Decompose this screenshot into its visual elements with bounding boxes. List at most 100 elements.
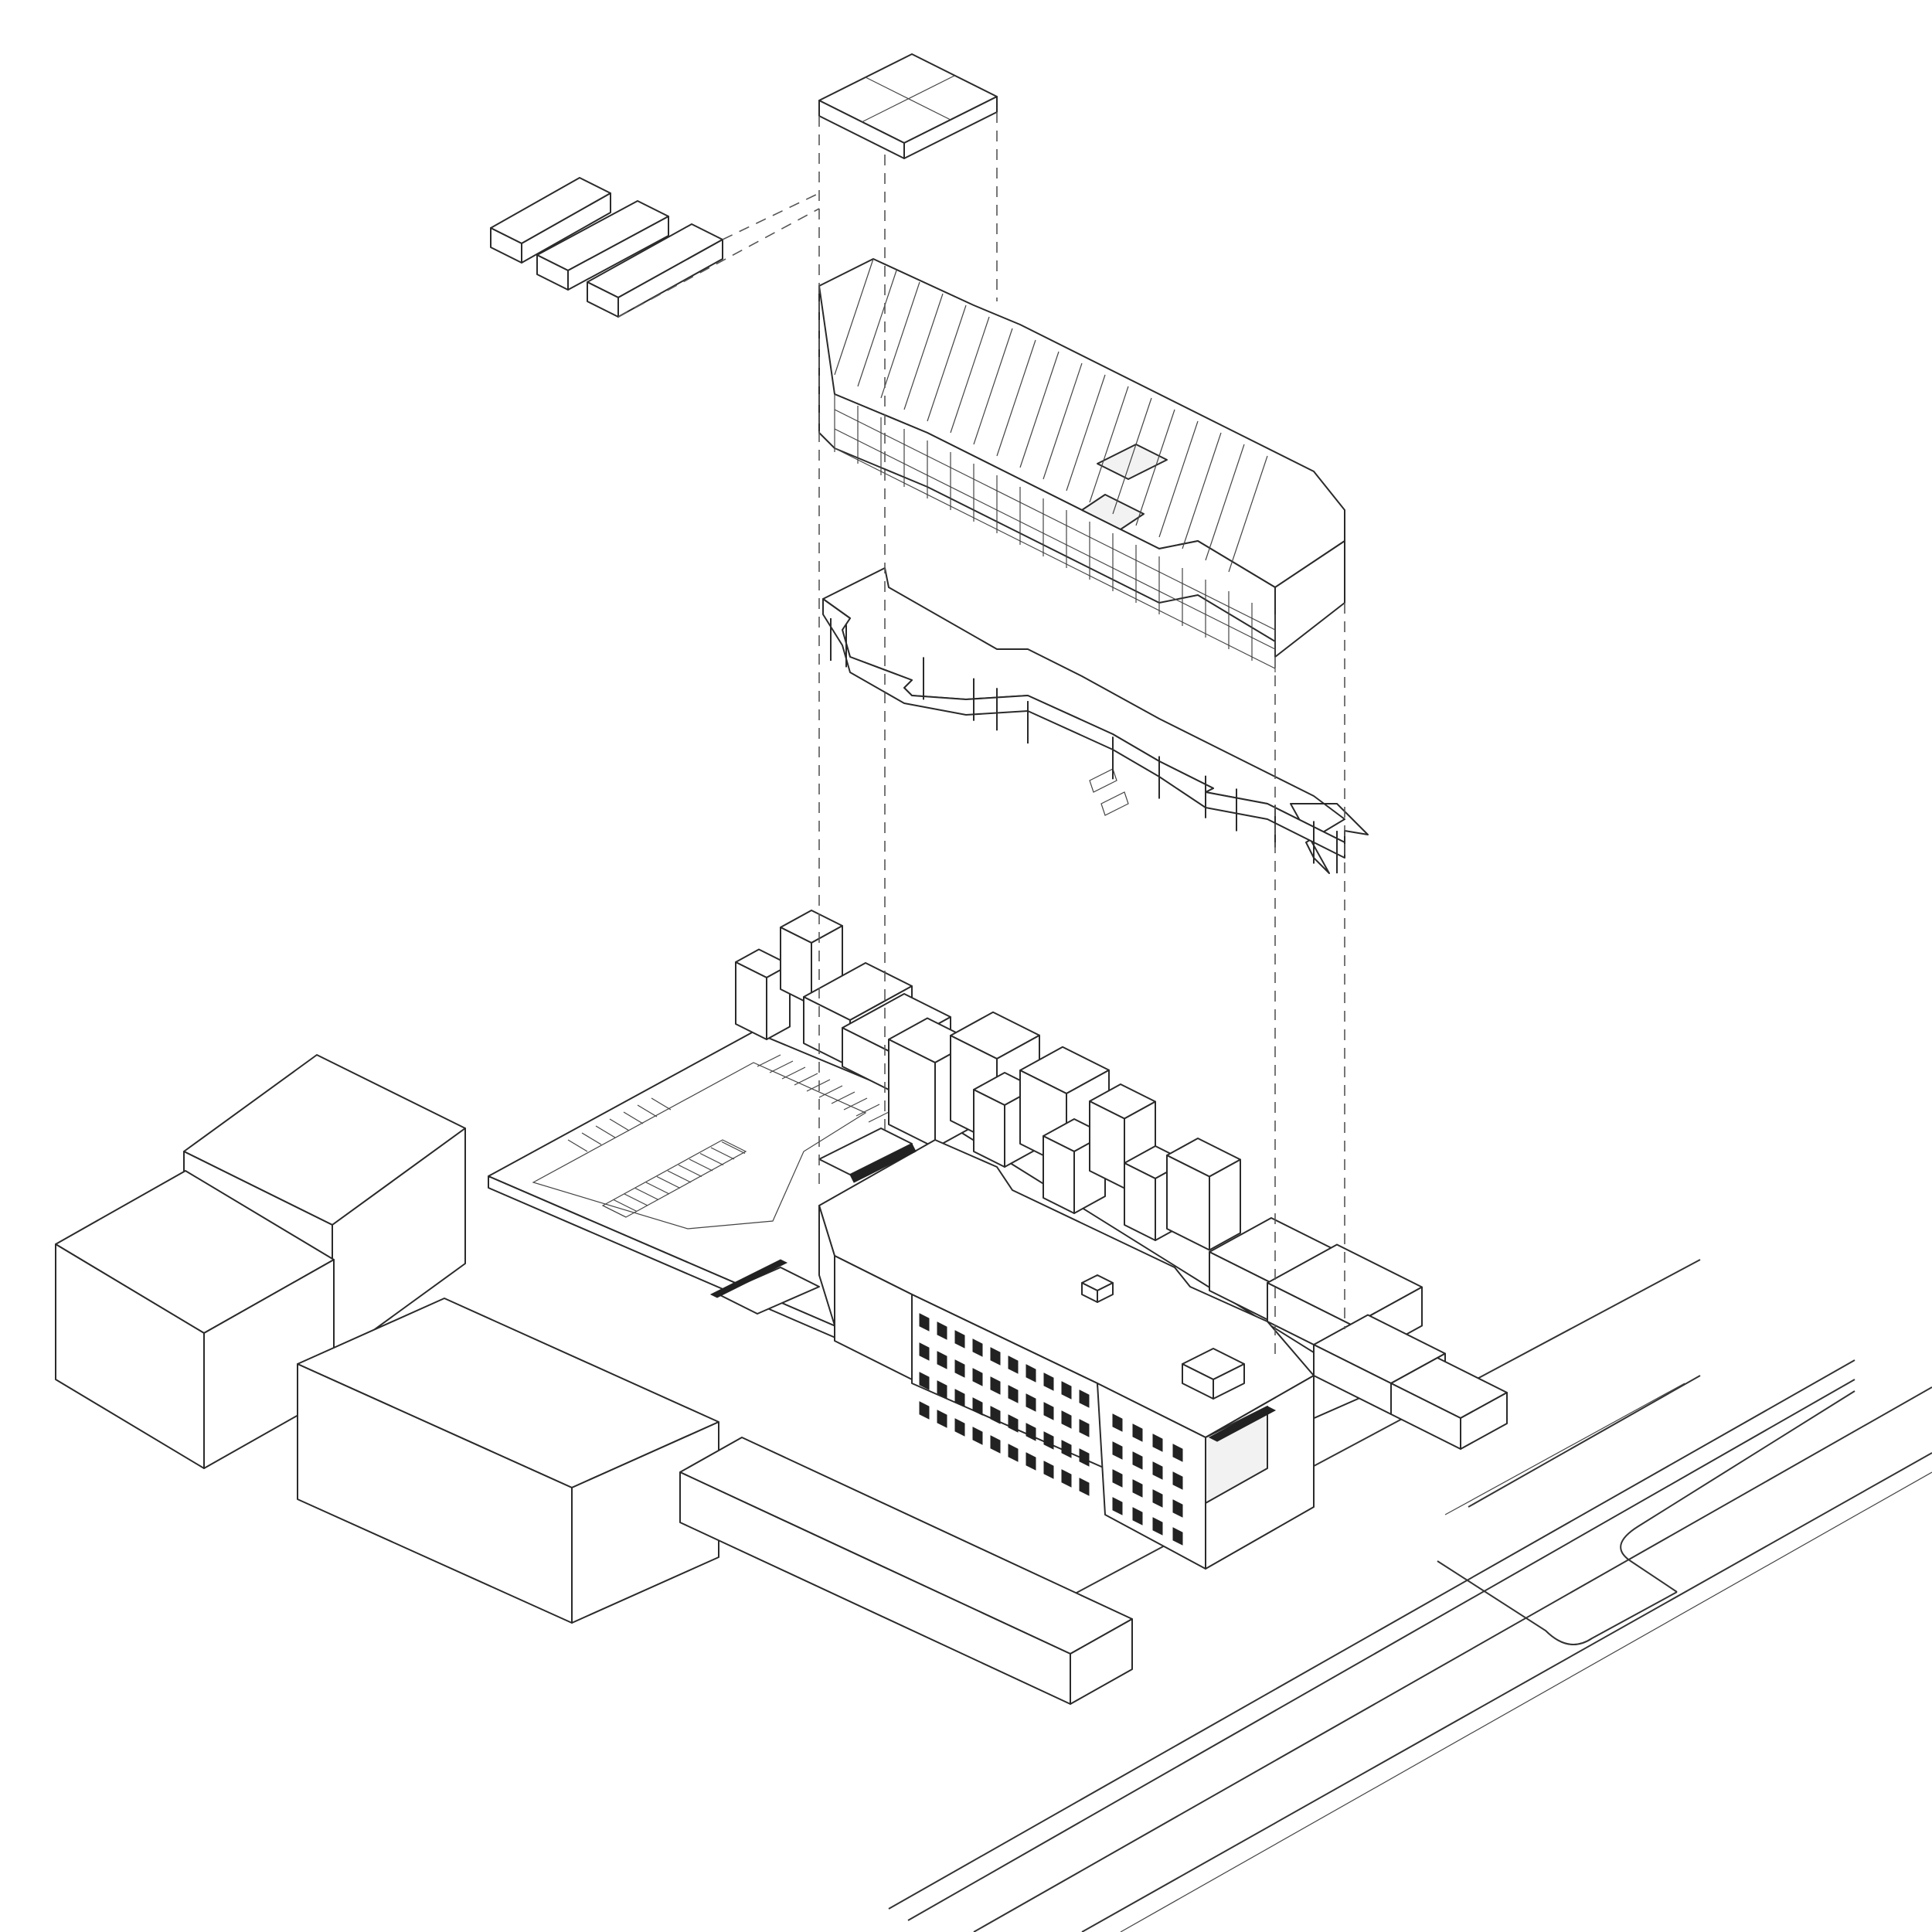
assembled-building [818, 1128, 1315, 1570]
context-house-16-right [1460, 1392, 1508, 1450]
window-48 [1172, 1471, 1183, 1490]
window-49 [1112, 1469, 1123, 1488]
pergola-slat-8 [843, 1097, 868, 1111]
window-31 [919, 1401, 930, 1420]
window-23 [954, 1389, 965, 1407]
roof-module-seam-11 [1066, 374, 1106, 492]
window-55 [1152, 1517, 1163, 1536]
pergola-beam-12 [721, 1141, 746, 1155]
pergola-beam-8 [678, 1164, 702, 1178]
window-11 [919, 1342, 930, 1361]
roof-module-seam-5 [927, 304, 967, 422]
window-38 [1043, 1461, 1054, 1479]
pergola-rafter-4 [609, 1118, 630, 1131]
context-building-long-1 [297, 1298, 719, 1624]
window-26 [1008, 1414, 1019, 1433]
roof-module-seam-14 [1135, 409, 1175, 526]
window-8 [1043, 1372, 1054, 1391]
window-4 [972, 1338, 983, 1357]
roof-module-seam-4 [903, 293, 944, 410]
pergola-slat-1 [757, 1054, 781, 1067]
window-2 [937, 1321, 947, 1340]
window-17 [1026, 1393, 1036, 1412]
roof-module-seam-13 [1112, 397, 1152, 515]
window-37 [1026, 1452, 1036, 1471]
roof-module-seam-7 [973, 328, 1013, 445]
window-34 [972, 1427, 983, 1445]
pergola-beam-11 [710, 1147, 735, 1160]
pergola-rafter-7 [651, 1097, 672, 1111]
window-10 [1079, 1389, 1090, 1408]
roof-modules-layer [818, 53, 998, 159]
window-13 [954, 1359, 965, 1378]
pergola-slat-5 [806, 1079, 831, 1092]
window-30 [1079, 1448, 1090, 1467]
window-41 [1112, 1413, 1123, 1432]
window-3 [954, 1330, 965, 1349]
window-33 [954, 1418, 965, 1437]
pergola-rafter-1 [567, 1139, 588, 1152]
alignment-guides [617, 112, 1345, 1360]
window-22 [937, 1380, 947, 1399]
window-53 [1112, 1497, 1123, 1515]
roof-module-seam-8 [996, 339, 1036, 457]
window-56 [1172, 1527, 1183, 1546]
pergola-beam-1 [602, 1205, 627, 1218]
pergola-beam-6 [656, 1175, 681, 1189]
window-1 [919, 1313, 930, 1332]
pergola-slat-7 [831, 1091, 855, 1104]
window-12 [937, 1351, 947, 1369]
roof-module-seam-3 [880, 281, 920, 399]
pergola-slat-4 [794, 1073, 818, 1086]
window-40 [1079, 1478, 1090, 1496]
pergola-rafter-3 [595, 1125, 616, 1138]
window-9 [1061, 1381, 1072, 1400]
window-36 [1008, 1444, 1019, 1462]
context-building-long-2 [679, 1437, 1133, 1705]
window-29 [1061, 1440, 1072, 1458]
window-15 [990, 1376, 1001, 1395]
window-54 [1132, 1507, 1143, 1526]
window-43 [1152, 1434, 1163, 1452]
pergola-beam-4 [634, 1187, 659, 1201]
window-14 [972, 1368, 983, 1386]
window-35 [990, 1435, 1001, 1454]
context-building-large-front [55, 1170, 335, 1469]
window-45 [1112, 1441, 1123, 1460]
pergola-slat-9 [855, 1104, 880, 1117]
window-39 [1061, 1469, 1072, 1488]
window-28 [1043, 1431, 1054, 1450]
module-grid-lines [834, 258, 1276, 672]
roof-module-seam-18 [1228, 455, 1268, 573]
window-25 [990, 1406, 1001, 1424]
roof-module-seam-2 [857, 270, 897, 387]
roof-module-seam-15 [1158, 420, 1199, 538]
window-16 [1008, 1385, 1019, 1403]
pergola-slat-6 [818, 1085, 843, 1098]
window-50 [1132, 1479, 1143, 1498]
floor-line-2 [834, 428, 1276, 650]
roof-module-seam-6 [950, 316, 990, 434]
pergola-beam-10 [699, 1152, 724, 1166]
roof-module-seam-1 [834, 258, 874, 376]
pergola-rafter-5 [623, 1111, 644, 1124]
roof-module-seam-12 [1089, 386, 1129, 503]
floor-line-1 [834, 409, 1276, 631]
window-18 [1043, 1402, 1054, 1420]
pergola-rafter-6 [637, 1104, 658, 1117]
window-44 [1172, 1444, 1183, 1462]
roof-modules-detached-layer [490, 177, 723, 318]
pergola-slat-3 [781, 1066, 806, 1080]
pergola-grid [567, 1054, 893, 1218]
pergola-beam-7 [667, 1170, 692, 1183]
context-house-12-right [1209, 1158, 1241, 1251]
window-21 [919, 1372, 930, 1390]
window-27 [1026, 1423, 1036, 1441]
window-52 [1172, 1499, 1183, 1518]
window-5 [990, 1347, 1001, 1366]
window-6 [1008, 1355, 1019, 1374]
window-24 [972, 1397, 983, 1416]
pergola-beam-3 [624, 1193, 648, 1206]
pergola-beam-9 [689, 1158, 713, 1172]
